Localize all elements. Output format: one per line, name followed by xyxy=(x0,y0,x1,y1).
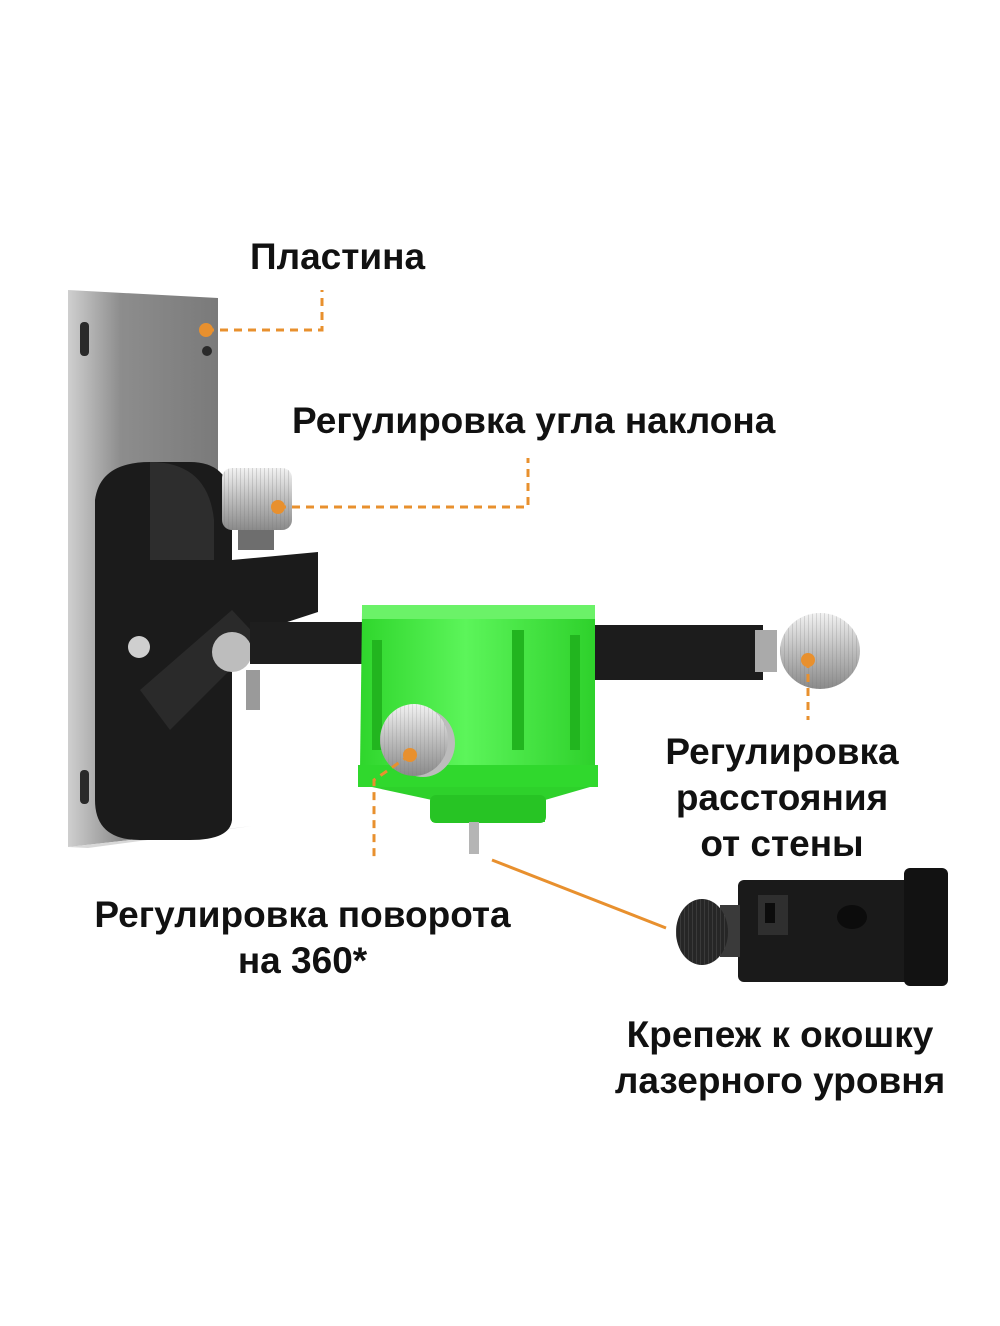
leader-dots xyxy=(199,323,815,762)
rotation-adjustment-label: Регулировка поворота на 360* xyxy=(94,894,511,981)
tilt-adjustment-label: Регулировка угла наклона xyxy=(292,400,776,441)
distance-adjustment-label: Регулировка расстояния от стены xyxy=(665,731,899,864)
laser-mount-label: Крепеж к окошку лазерного уровня xyxy=(614,1014,946,1101)
leader-tilt xyxy=(278,458,530,509)
leader-lines xyxy=(206,290,810,930)
leader-mount xyxy=(491,858,667,930)
leader-rotation xyxy=(372,753,411,858)
mount-clamp xyxy=(676,868,948,986)
tilt-housing xyxy=(95,462,318,840)
tilt-knob xyxy=(222,468,292,550)
plate-label: Пластина xyxy=(250,236,426,277)
leader-plate xyxy=(206,290,324,332)
left-arm xyxy=(250,622,375,664)
